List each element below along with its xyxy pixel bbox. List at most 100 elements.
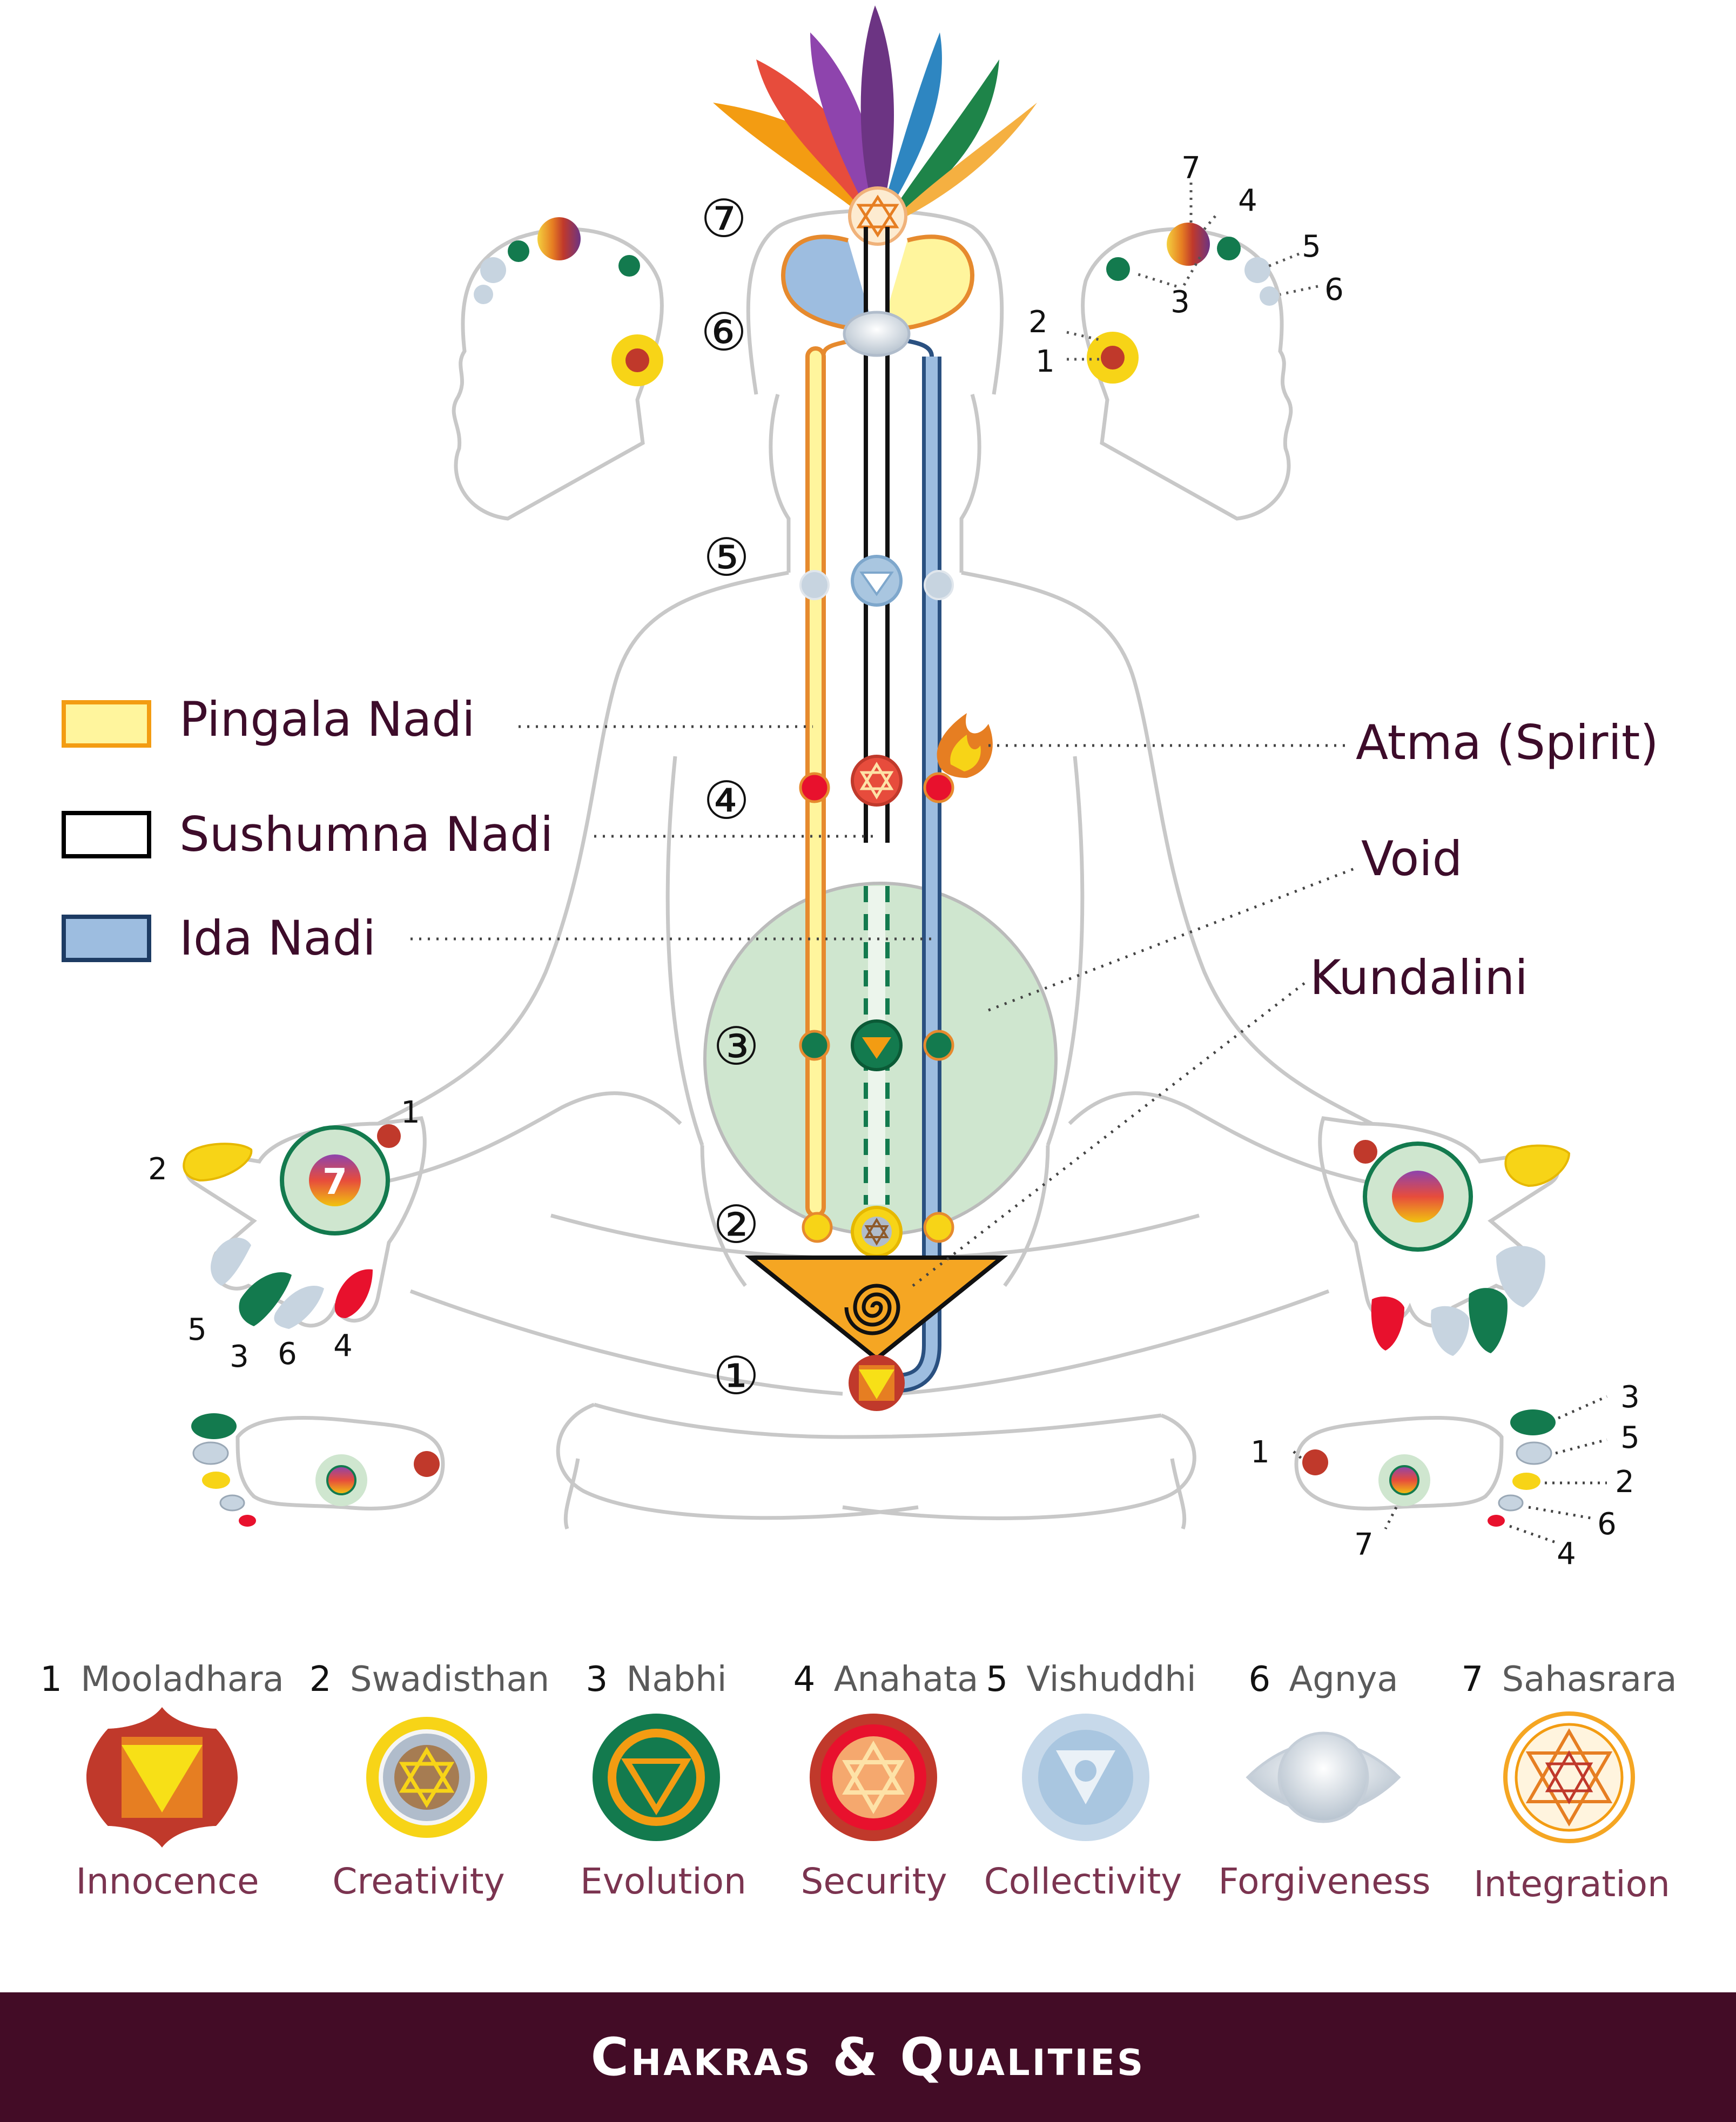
- nabhi-dot: [1217, 237, 1241, 260]
- nabhi-icon: [593, 1714, 720, 1841]
- foot-number-3: 3: [1620, 1380, 1640, 1415]
- chakra-number: 1: [40, 1660, 62, 1700]
- chakra-number: 4: [793, 1660, 816, 1700]
- agnya-dot: [1260, 286, 1279, 306]
- chakra-name: Anahata: [834, 1660, 979, 1700]
- chakra-name: Mooladhara: [80, 1660, 284, 1700]
- foot-number-5: 5: [1620, 1420, 1640, 1455]
- chakra-nabhi: 3 Nabhi Evolution: [580, 1660, 746, 1902]
- annotation-kundalini: Kundalini: [1310, 950, 1528, 1005]
- footer-title: Chakras & Qualities: [590, 2027, 1146, 2087]
- svg-text:6 Agnya: 6 Agnya: [1248, 1660, 1398, 1700]
- left-hand-center-number: 7: [322, 1161, 347, 1203]
- legend-item-ida: Ida Nadi: [62, 910, 376, 966]
- left-hand-mooladhara-dot: [377, 1124, 401, 1148]
- legend-swatch-sushumna: [62, 811, 151, 858]
- chakra-number: 5: [986, 1660, 1008, 1700]
- chakra-agnya: 6 Agnya Forgiveness: [1218, 1660, 1430, 1902]
- legend-label-sushumna: Sushumna Nadi: [179, 807, 553, 862]
- svg-text:7 Sahasrara: 7 Sahasrara: [1461, 1660, 1677, 1700]
- left-hand-number-4: 4: [333, 1328, 353, 1364]
- sahasrara-dot: [537, 217, 581, 260]
- vishuddhi-dot: [1244, 257, 1270, 283]
- head-number-4: 4: [1238, 183, 1257, 218]
- spine-number-7: ⑦: [701, 189, 747, 249]
- foot-number-7: 7: [1354, 1527, 1374, 1562]
- svg-text:5 Vishuddhi: 5 Vishuddhi: [986, 1660, 1196, 1700]
- head-number-7: 7: [1181, 151, 1201, 186]
- spine-number-2: ②: [713, 1194, 759, 1255]
- chakra-mooladhara: 1 Mooladhara Innocence: [40, 1660, 284, 1902]
- head-number-5: 5: [1302, 229, 1321, 264]
- quality-collectivity: Collectivity: [984, 1861, 1182, 1902]
- agnya-symbol: [843, 311, 911, 357]
- chakra-sahasrara: 7 Sahasrara Integration: [1461, 1660, 1677, 1905]
- mooladhara-dot: [1101, 346, 1125, 370]
- body-outline: [377, 209, 1373, 1530]
- mooladhara-icon: [86, 1707, 238, 1848]
- chakra-name: Sahasrara: [1502, 1660, 1677, 1700]
- foot-number-1: 1: [1250, 1435, 1270, 1470]
- quality-forgiveness: Forgiveness: [1218, 1861, 1430, 1902]
- annotations: Atma (Spirit) Void Kundalini: [912, 715, 1659, 1287]
- head-number-1: 1: [1035, 344, 1055, 379]
- chakra-number: 7: [1461, 1660, 1483, 1700]
- sahasrara-icon: [1503, 1711, 1635, 1843]
- svg-text:2 Swadisthan: 2 Swadisthan: [309, 1660, 549, 1700]
- annotation-void: Void: [1361, 831, 1463, 887]
- head-number-6: 6: [1324, 272, 1344, 307]
- left-head: [452, 217, 664, 521]
- left-hand-number-2: 2: [148, 1152, 167, 1187]
- left-hand-number-5: 5: [187, 1312, 207, 1347]
- svg-text:3 Nabhi: 3 Nabhi: [586, 1660, 726, 1700]
- kundalini-spiral: [844, 1284, 900, 1335]
- vishuddhi-dot: [480, 257, 506, 283]
- spine-chakras: [744, 311, 1008, 1411]
- left-hand: 7 1 2 5 3 6 4: [148, 1095, 427, 1374]
- spine-numbers: ⑦ ⑥ ⑤ ④ ③ ② ①: [701, 189, 759, 1406]
- chakra-name: Swadisthan: [350, 1660, 549, 1700]
- right-hand: [1318, 1116, 1571, 1356]
- foot-number-4: 4: [1557, 1536, 1576, 1572]
- foot-number-2: 2: [1615, 1465, 1634, 1500]
- chakra-vishuddhi: 5 Vishuddhi Collectivity: [984, 1660, 1196, 1902]
- quality-innocence: Innocence: [76, 1861, 259, 1902]
- agnya-dot: [474, 285, 493, 304]
- spine-number-1: ①: [713, 1346, 759, 1406]
- right-foot: 3 5 2 6 4 1 7: [1250, 1380, 1640, 1572]
- kundalini-triangle: [744, 1255, 1008, 1362]
- nabhi-dot: [508, 240, 529, 262]
- legend-swatch-ida: [62, 915, 151, 962]
- footer-banner: Chakras & Qualities: [0, 1992, 1736, 2122]
- agnya-icon: [1246, 1731, 1401, 1823]
- chakra-row: 1 Mooladhara Innocence 2 Swadisthan C: [40, 1660, 1677, 1905]
- left-hand-number-6: 6: [278, 1337, 297, 1372]
- chakra-number: 2: [309, 1660, 332, 1700]
- sahasrara-lotus: [713, 5, 1037, 246]
- chakra-name: Agnya: [1289, 1660, 1398, 1700]
- chakra-number: 6: [1248, 1660, 1270, 1700]
- anahata-symbol: [851, 755, 903, 807]
- nabhi-dot: [1106, 257, 1130, 281]
- foot-number-6: 6: [1597, 1507, 1617, 1542]
- nabhi-dot: [618, 255, 640, 277]
- right-hand-mooladhara-dot: [1354, 1140, 1377, 1164]
- sahasrara-dot: [1167, 223, 1210, 266]
- legend-swatch-pingala: [62, 700, 151, 748]
- legend-label-pingala: Pingala Nadi: [179, 691, 475, 747]
- quality-integration: Integration: [1473, 1863, 1670, 1905]
- quality-creativity: Creativity: [332, 1861, 504, 1902]
- legend-item-sushumna: Sushumna Nadi: [62, 807, 553, 862]
- chakra-name: Vishuddhi: [1026, 1660, 1196, 1700]
- svg-text:1 Mooladhara: 1 Mooladhara: [40, 1660, 284, 1700]
- quality-security: Security: [800, 1861, 947, 1902]
- left-hand-number-1: 1: [401, 1095, 420, 1130]
- vishuddhi-icon: [1022, 1714, 1149, 1841]
- head-number-3: 3: [1170, 285, 1190, 320]
- anahata-icon: [810, 1714, 937, 1841]
- chakra-number: 3: [586, 1660, 608, 1700]
- atma-flame-icon: [937, 713, 993, 778]
- right-head: 7 4 5 6 3 2 1: [1028, 151, 1344, 521]
